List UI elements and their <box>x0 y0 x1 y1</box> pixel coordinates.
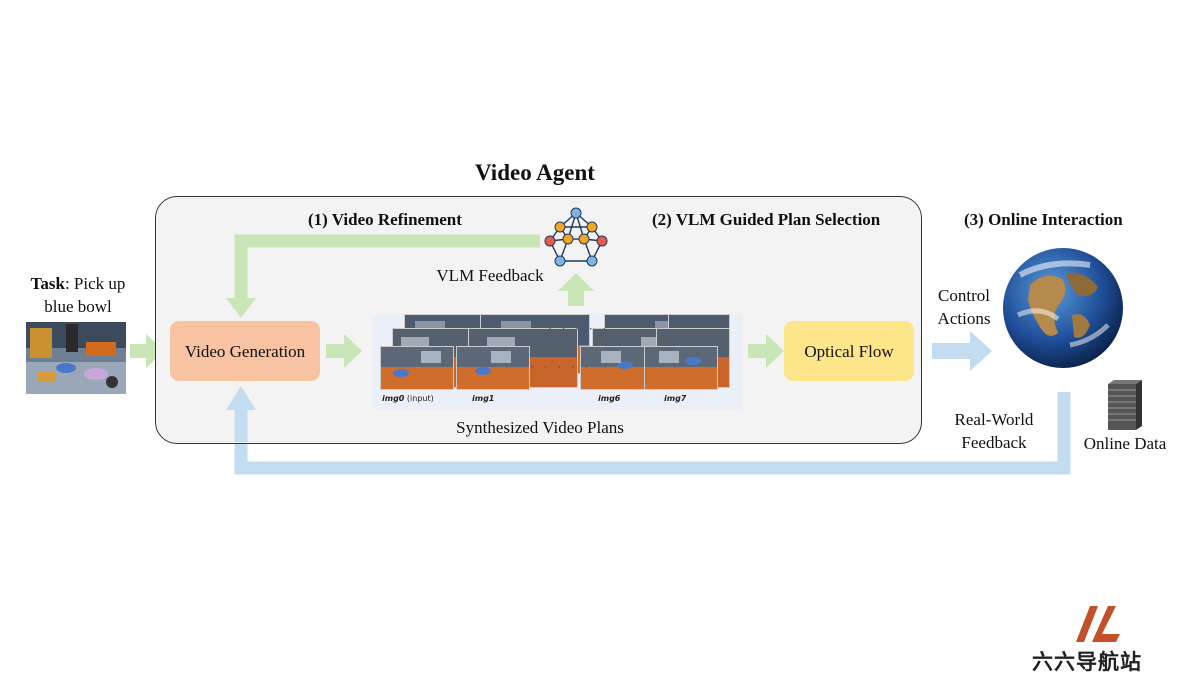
task-arrow-shaft <box>130 344 146 358</box>
diagram-title: Video Agent <box>475 160 595 185</box>
frame-img0-label: img0 (input) <box>382 394 434 403</box>
frame-img7 <box>644 346 718 395</box>
earth-globe-icon <box>1003 248 1123 368</box>
watermark-text: 六六导航站 <box>1032 650 1142 674</box>
watermark-logo-icon <box>1076 606 1120 642</box>
section-video-refinement: (1) Video Refinement <box>308 210 462 229</box>
section-vlm-guided-plan-selection: (2) VLM Guided Plan Selection <box>652 210 881 229</box>
real-world-feedback-label: Real-World Feedback <box>954 410 1034 452</box>
frame-img7-label: img7 <box>664 394 687 403</box>
frames-ellipsis-top: · · · · · <box>548 322 610 336</box>
control-arrow-shaft <box>932 343 972 359</box>
task-label: Task: Pick up blue bowl <box>30 274 126 316</box>
frame-img6 <box>580 346 654 395</box>
section-online-interaction: (3) Online Interaction <box>964 210 1123 229</box>
online-data-label: Online Data <box>1083 434 1167 453</box>
frame-img1 <box>456 346 530 395</box>
vlm-feedback-label: VLM Feedback <box>436 266 544 285</box>
network-graph-icon <box>544 207 608 267</box>
control-actions-label: Control Actions <box>937 286 991 328</box>
frame-img1-label: img1 <box>472 394 495 403</box>
optical-flow-node: Optical Flow <box>784 321 914 381</box>
frame-img6-label: img6 <box>598 394 621 403</box>
server-stack-icon <box>1108 380 1142 430</box>
video-generation-node: Video Generation <box>170 321 320 381</box>
control-arrow-head <box>970 331 992 371</box>
frame-img0 <box>380 346 454 395</box>
frames-ellipsis-bottom: · · · · · <box>530 360 592 374</box>
synthesized-video-plans-label: Synthesized Video Plans <box>456 418 624 437</box>
robot-scene-image <box>26 322 126 394</box>
